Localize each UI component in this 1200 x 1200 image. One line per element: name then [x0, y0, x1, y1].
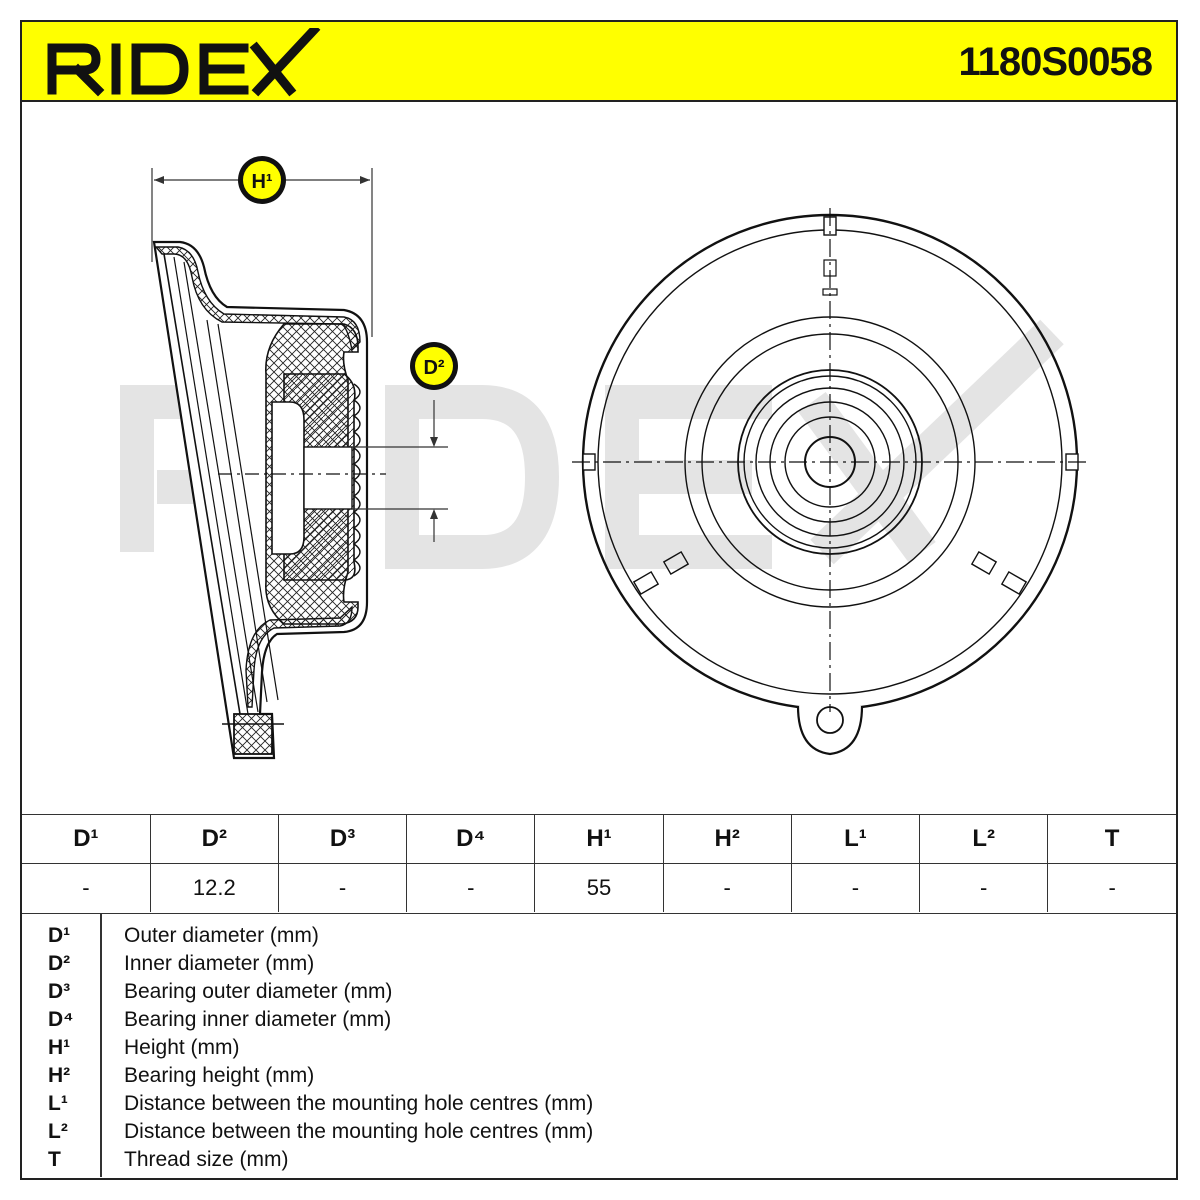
spec-value-cell: 12.2 — [150, 863, 279, 912]
spec-table: D¹ D² D³ D⁴ H¹ H² L¹ L² T - 12.2 - - 55 … — [22, 814, 1176, 912]
product-sheet: 1180S0058 — [20, 20, 1178, 1180]
legend-symbol: D⁴ — [48, 1008, 74, 1031]
spec-value-cell: - — [663, 863, 792, 912]
spec-value-cell: - — [919, 863, 1049, 912]
spec-value-cell: - — [22, 863, 151, 912]
legend-row: D² Inner diameter (mm) — [22, 952, 1176, 980]
legend-symbol: H² — [48, 1064, 71, 1087]
legend-symbol: L¹ — [48, 1092, 68, 1115]
spec-header-cell: D⁴ — [406, 814, 536, 864]
legend-divider — [100, 914, 102, 1177]
top-plan-view — [572, 208, 1088, 756]
spec-header-cell: L² — [919, 814, 1049, 864]
legend-description: Distance between the mounting hole centr… — [124, 1120, 594, 1143]
legend-symbol: H¹ — [48, 1036, 71, 1059]
legend-symbol: D² — [48, 952, 71, 975]
legend-symbol: D³ — [48, 980, 71, 1003]
spec-header-cell: H² — [663, 814, 792, 864]
legend-row: H² Bearing height (mm) — [22, 1064, 1176, 1092]
legend-symbol: T — [48, 1148, 61, 1171]
legend-row: T Thread size (mm) — [22, 1148, 1176, 1176]
legend-description: Thread size (mm) — [124, 1148, 289, 1171]
spec-header-cell: L¹ — [791, 814, 921, 864]
h1-badge-label: H¹ — [251, 171, 272, 193]
d2-badge: D² — [410, 342, 458, 390]
legend-description: Bearing outer diameter (mm) — [124, 980, 393, 1003]
legend-symbol: L² — [48, 1120, 68, 1143]
spec-header-cell: D³ — [278, 814, 408, 864]
legend-description: Bearing height (mm) — [124, 1064, 315, 1087]
legend-row: D¹ Outer diameter (mm) — [22, 924, 1176, 952]
spec-header-cell: H¹ — [534, 814, 664, 864]
d2-badge-label: D² — [423, 357, 444, 379]
spec-header-cell: D² — [150, 814, 279, 864]
legend-description: Height (mm) — [124, 1036, 240, 1059]
spec-value-cell: - — [791, 863, 921, 912]
part-number: 1180S0058 — [958, 40, 1153, 84]
side-section-view — [151, 168, 448, 760]
spec-value-cell: - — [278, 863, 408, 912]
legend-description: Bearing inner diameter (mm) — [124, 1008, 392, 1031]
technical-drawing: H¹ D² — [120, 156, 1088, 760]
legend-description: Inner diameter (mm) — [124, 952, 315, 975]
spec-table-value-row: - 12.2 - - 55 - - - - — [22, 863, 1176, 912]
legend-description: Outer diameter (mm) — [124, 924, 319, 947]
legend-row: L¹ Distance between the mounting hole ce… — [22, 1092, 1176, 1120]
legend-row: D³ Bearing outer diameter (mm) — [22, 980, 1176, 1008]
legend-row: L² Distance between the mounting hole ce… — [22, 1120, 1176, 1148]
legend-description: Distance between the mounting hole centr… — [124, 1092, 594, 1115]
h1-badge: H¹ — [238, 156, 286, 204]
spec-table-header-row: D¹ D² D³ D⁴ H¹ H² L¹ L² T — [22, 814, 1176, 864]
legend: D¹ Outer diameter (mm) D² Inner diameter… — [22, 913, 1176, 1177]
legend-row: D⁴ Bearing inner diameter (mm) — [22, 1008, 1176, 1036]
spec-value-cell: - — [406, 863, 536, 912]
spec-header-cell: D¹ — [22, 814, 151, 864]
spec-value-cell: 55 — [534, 863, 664, 912]
spec-value-cell: - — [1047, 863, 1176, 912]
header-bar: 1180S0058 — [22, 22, 1176, 102]
legend-row: H¹ Height (mm) — [22, 1036, 1176, 1064]
spec-header-cell: T — [1047, 814, 1176, 864]
legend-symbol: D¹ — [48, 924, 71, 947]
ridex-logo — [47, 28, 321, 97]
